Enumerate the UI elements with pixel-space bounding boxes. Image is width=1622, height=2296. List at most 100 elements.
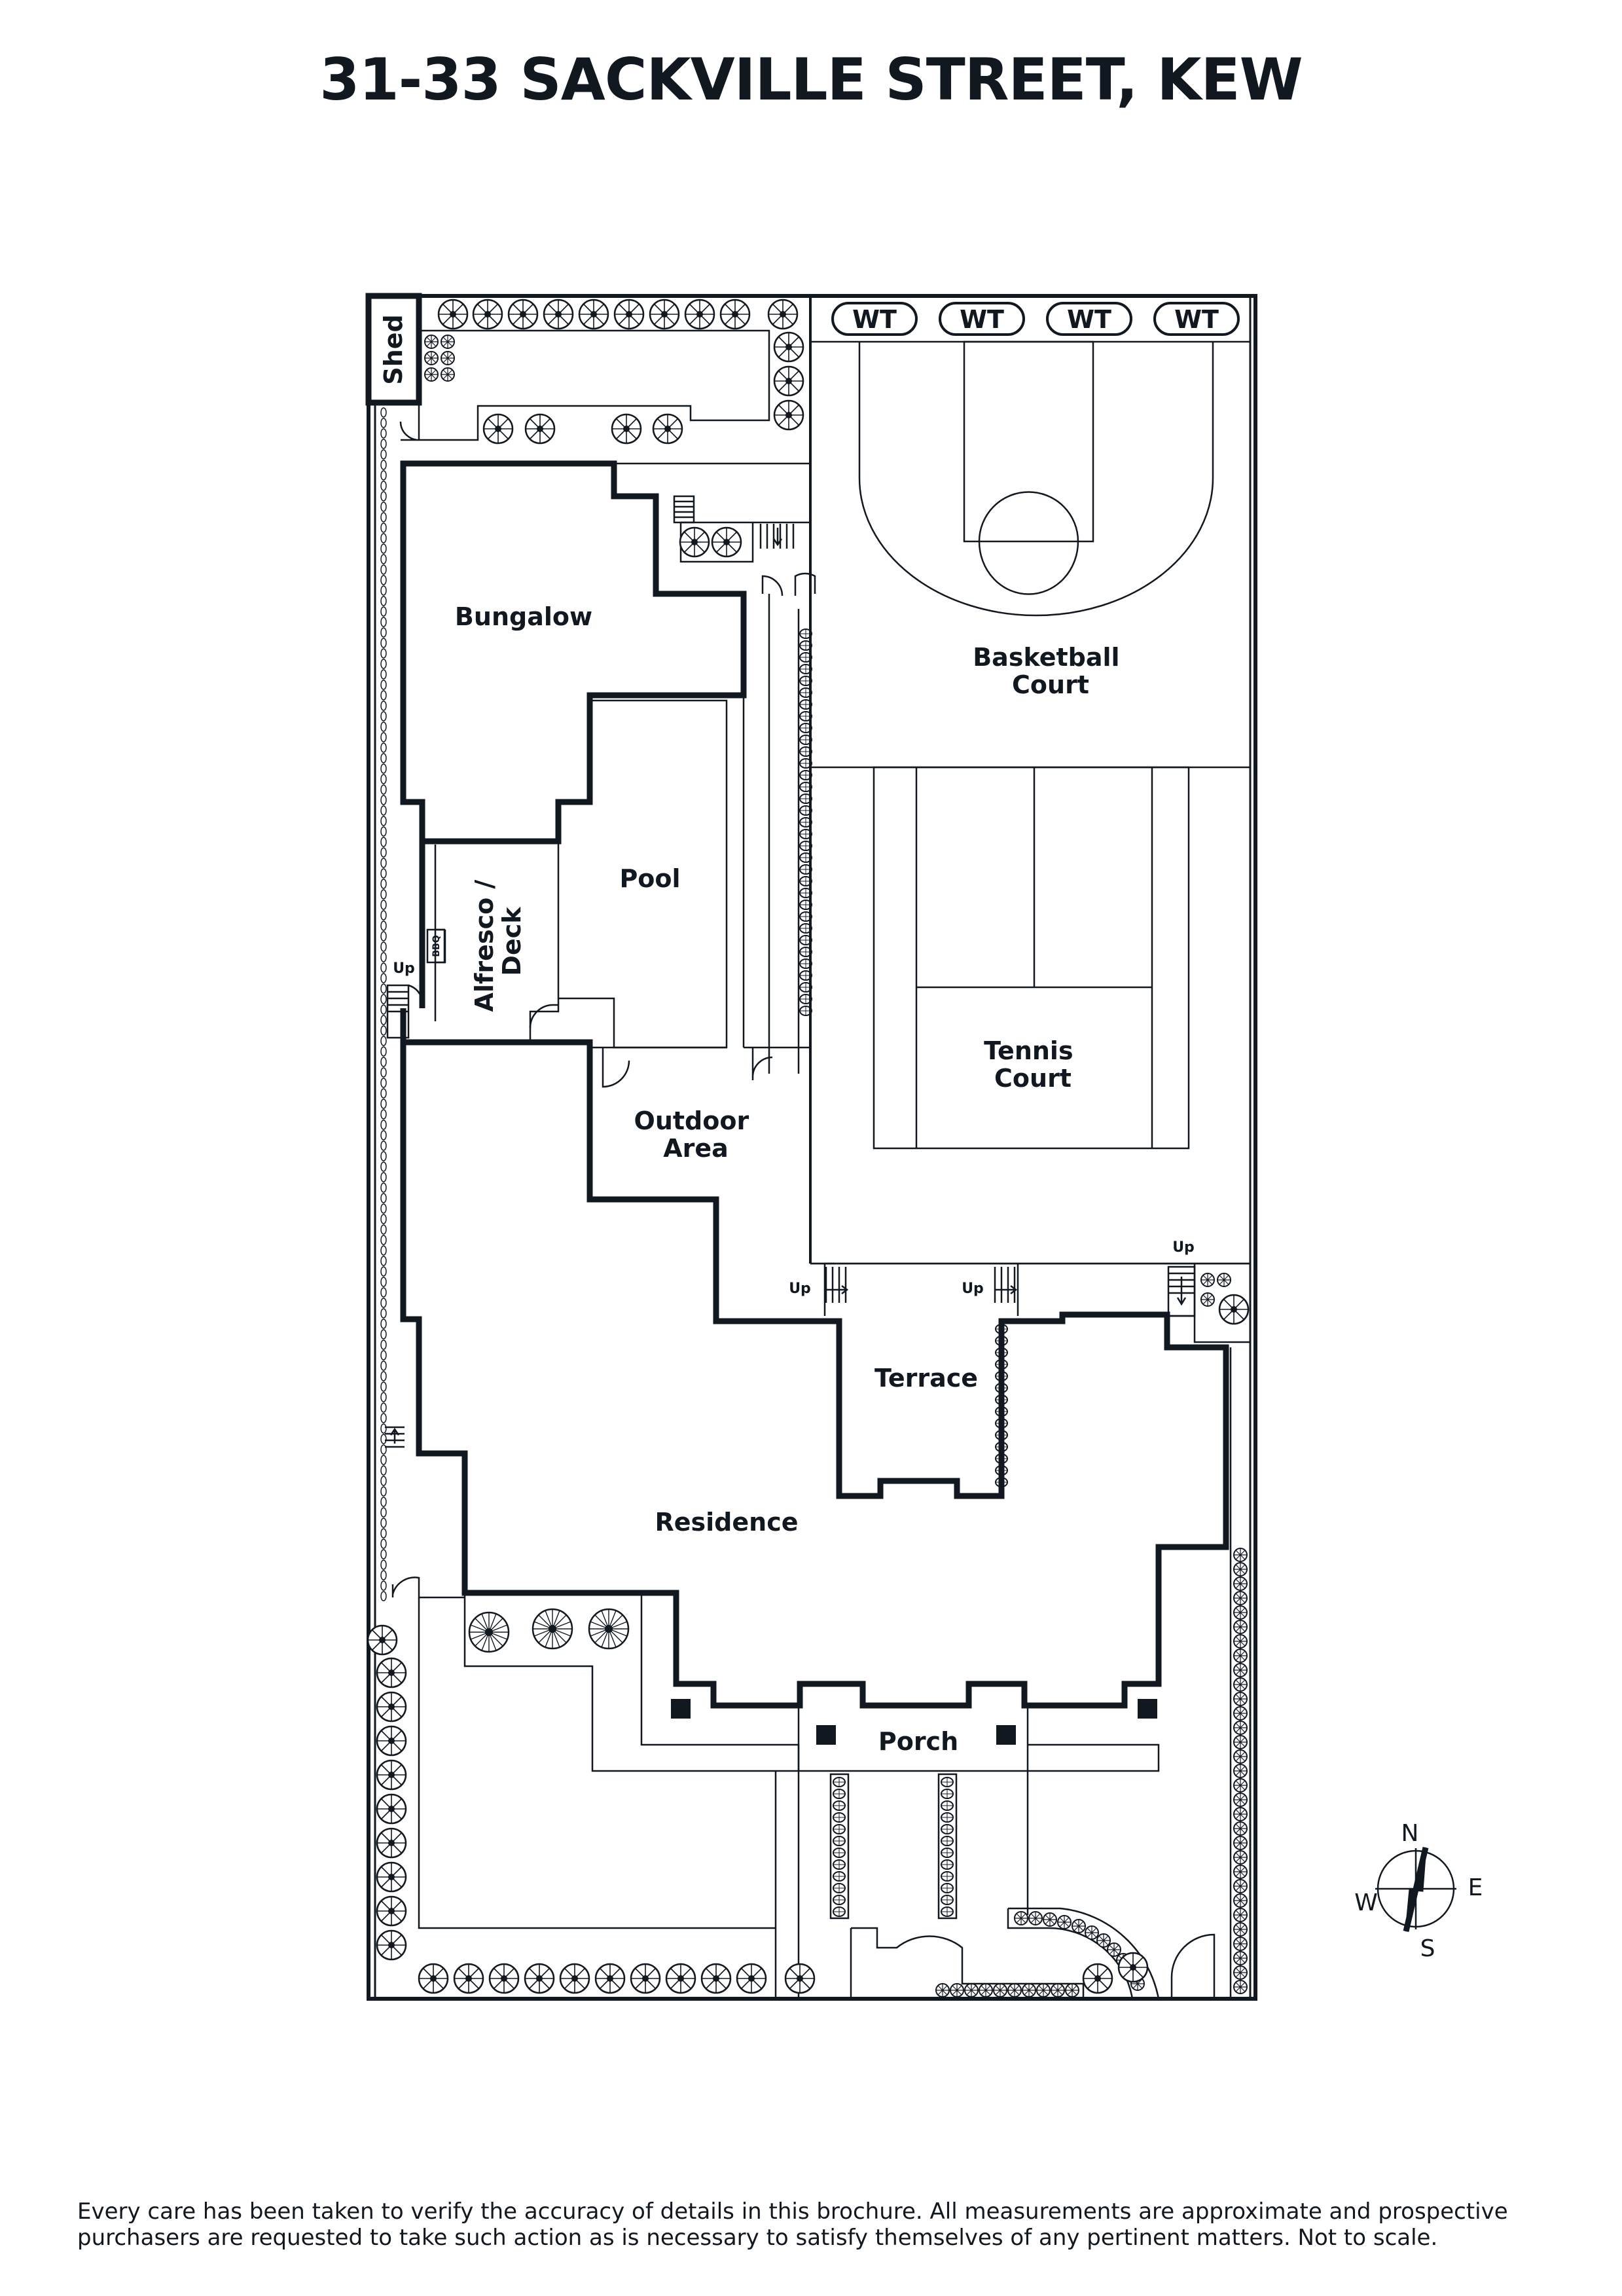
shrub-icon [1233,1778,1248,1793]
terrace-steps-left-up: Up [789,1281,811,1297]
courtyard-gate [761,572,816,596]
shrub-icon [1233,1764,1248,1778]
compass-e: E [1468,1874,1483,1901]
hedge-icon [380,522,387,533]
shrub-icon [1233,1951,1248,1965]
front-lawn [418,1597,777,1999]
hedge-icon [380,1161,387,1172]
shrub-icon [1051,1983,1065,1997]
outdoor-doors [602,1048,773,1088]
tennis-line-2: Court [994,1064,1072,1093]
tree-icon [453,1963,484,1994]
hedge-icon [833,1859,846,1870]
hedge-icon [380,1360,387,1371]
hedge-icon [380,1465,387,1476]
tree-icon [418,1963,449,1994]
shrub-icon [1233,1937,1248,1951]
shrub-icon [979,1983,993,1997]
north-tree-row [437,299,804,445]
drive-strip-left [829,1773,850,1920]
hedge-icon [380,460,387,470]
hedge-icon [380,1036,387,1046]
east-steps-up-label: Up [1172,1239,1195,1256]
shrub-icon [1107,1942,1121,1957]
shrub-icon [1085,1925,1099,1940]
porch-outline [797,1705,1029,1772]
hedge-icon [380,1088,387,1099]
hedge-icon [941,1812,954,1823]
shrub-icon [1233,1965,1248,1980]
water-tank-1-label: WT [852,305,897,334]
hedge-icon [380,1486,387,1497]
hedge-icon [380,742,387,753]
water-tank-1 [831,302,918,336]
disclaimer: Every care has been taken to verify the … [77,2198,1557,2251]
tree-icon [630,1963,661,1994]
east-gate [1170,1933,1216,1999]
hedge-icon [380,481,387,491]
hedge-icon [941,1883,954,1893]
residence-west-gate [391,1576,465,1599]
terrace-steps-left [825,1267,849,1303]
hedge-icon [380,920,387,931]
west-hedge [380,407,387,1601]
hedge-icon [380,596,387,606]
shrub-icon [1233,1591,1248,1605]
shrub-icon [1072,1919,1086,1933]
hedge-icon [380,1392,387,1402]
residence-walls [400,1039,1229,1709]
hedge-icon [941,1848,954,1858]
disclaimer-line-2: purchasers are requested to take such ac… [77,2225,1438,2251]
hedge-icon [380,1329,387,1339]
hedge-icon [380,1350,387,1360]
hedge-icon [380,1099,387,1109]
hedge-icon [380,868,387,879]
hedge-icon [833,1800,846,1811]
hedge-icon [833,1836,846,1846]
hedge-icon [380,701,387,711]
hedge-icon [941,1777,954,1787]
water-tank-2 [939,302,1025,336]
hedge-icon [380,428,387,439]
hedge-icon [380,962,387,973]
hedge-icon [380,952,387,962]
hedge-icon [380,690,387,701]
west-steps [386,984,424,1039]
hedge-icon [380,1434,387,1444]
hedge-icon [380,1057,387,1067]
hedge-icon [380,1140,387,1151]
tree-icon [488,1963,520,1994]
basketball-court-markings [858,340,1214,617]
outdoor-label: Outdoor Area [634,1106,758,1163]
hedge-icon [380,648,387,659]
tree-icon [376,1691,407,1722]
hedge-icon [380,1423,387,1434]
hedge-icon [380,1004,387,1015]
bbq [426,928,446,964]
hedge-icon [833,1895,846,1905]
shrub-icon [1007,1983,1022,1997]
shrub-icon [1065,1983,1079,1997]
hedge-icon [380,1277,387,1287]
tree-icon [376,1793,407,1825]
hedge-icon [380,1507,387,1518]
shrub-icon [1233,1562,1248,1576]
hedge-icon [833,1824,846,1834]
shrub-icon [1233,1836,1248,1850]
hedge-icon [380,1371,387,1381]
shrub-icon [1028,1911,1043,1925]
terrace-steps-right-up: Up [962,1281,984,1297]
hedge-icon [380,721,387,732]
shrub-icon [1233,1793,1248,1807]
hedge-icon [380,585,387,596]
shrub-icon [1233,1605,1248,1620]
bungalow-label: Bungalow [455,602,592,631]
page-title: 31-33 SACKVILLE STREET, KEW [319,46,1303,113]
tree-icon [524,1963,555,1994]
water-tank-4 [1153,302,1240,336]
shrub-icon [1233,1677,1248,1692]
water-tank-3-label: WT [1067,305,1111,334]
hedge-icon [380,418,387,428]
hedge-icon [380,606,387,617]
